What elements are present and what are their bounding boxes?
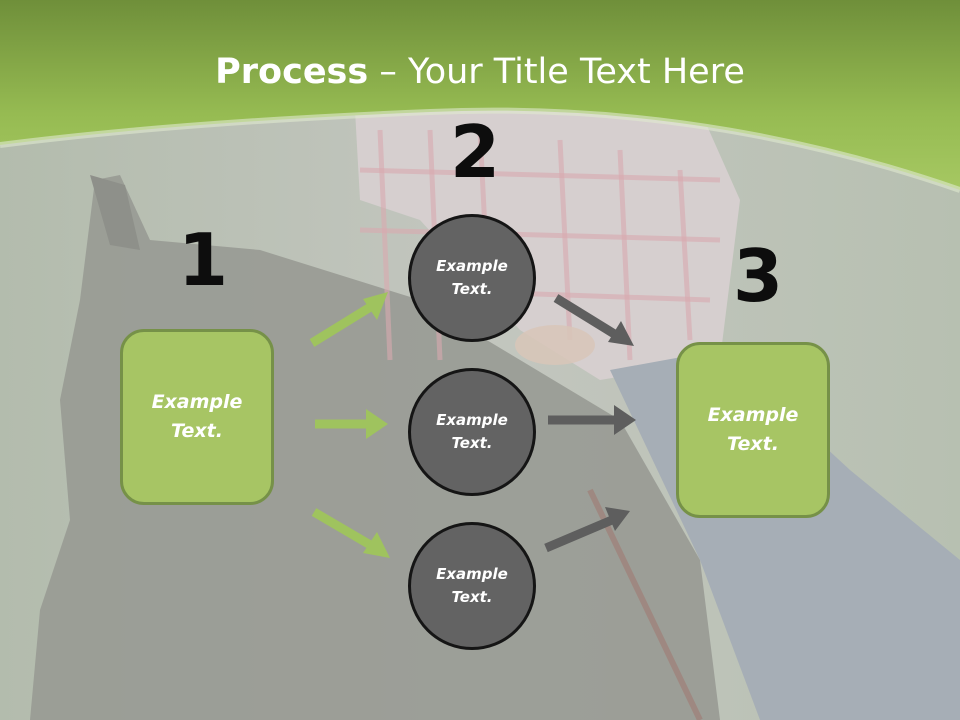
circle-top-line1: Example bbox=[436, 257, 508, 275]
title-rest: – Your Title Text Here bbox=[368, 52, 745, 92]
arrow-gray-up bbox=[544, 507, 630, 553]
arrow-gray-right bbox=[548, 405, 636, 435]
step-1-text-line1: Example bbox=[151, 391, 243, 413]
step-number-1: 1 bbox=[178, 218, 229, 302]
step-number-3: 3 bbox=[733, 234, 784, 318]
circle-middle-line2: Text. bbox=[451, 434, 493, 452]
circle-bottom-line2: Text. bbox=[451, 588, 493, 606]
step-1-text-line2: Text. bbox=[171, 420, 223, 442]
step-3-text-line1: Example bbox=[707, 404, 799, 426]
arrow-green-down bbox=[311, 508, 390, 558]
slide-title: Process – Your Title Text Here bbox=[0, 52, 960, 92]
circle-top[interactable]: Example Text. bbox=[408, 214, 536, 342]
circle-bottom[interactable]: Example Text. bbox=[408, 522, 536, 650]
title-bold: Process bbox=[215, 52, 369, 92]
circle-middle[interactable]: Example Text. bbox=[408, 368, 536, 496]
circle-middle-line1: Example bbox=[436, 411, 508, 429]
arrow-green-up bbox=[309, 292, 388, 347]
step-3-text-line2: Text. bbox=[727, 433, 779, 455]
step-1-box[interactable]: Example Text. bbox=[120, 329, 274, 505]
arrow-gray-down bbox=[553, 294, 634, 346]
circle-top-line2: Text. bbox=[451, 280, 493, 298]
step-3-box[interactable]: Example Text. bbox=[676, 342, 830, 518]
circle-bottom-line1: Example bbox=[436, 565, 508, 583]
arrow-green-right bbox=[315, 409, 388, 439]
step-number-2: 2 bbox=[450, 110, 501, 194]
